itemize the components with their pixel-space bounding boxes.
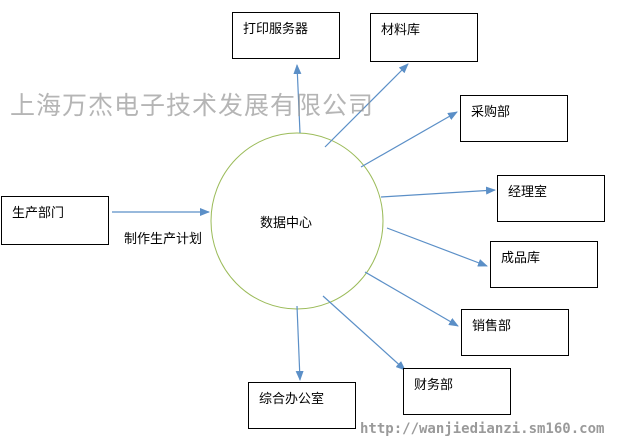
arrow-print-server <box>293 64 302 134</box>
node-label: 财务部 <box>414 378 454 393</box>
center-label: 数据中心 <box>260 216 313 231</box>
arrow-manager <box>380 186 496 198</box>
node-label: 综合办公室 <box>259 392 325 407</box>
node-purchasing: 采购部 <box>460 95 568 142</box>
arrow-office <box>295 305 304 381</box>
node-finished-goods: 成品库 <box>490 241 598 288</box>
watermark-company: 上海万杰电子技术发展有限公司 <box>10 91 375 120</box>
watermark-url: http://wanjiedianzi.sm160.com <box>360 421 605 437</box>
node-label: 材料库 <box>381 23 421 38</box>
arrow-finished-goods <box>386 227 488 267</box>
node-office: 综合办公室 <box>248 382 356 429</box>
node-label: 成品库 <box>501 251 541 266</box>
node-label: 采购部 <box>471 105 511 120</box>
node-sales: 销售部 <box>461 309 569 356</box>
node-finance: 财务部 <box>403 368 511 415</box>
arrow-sales <box>364 271 459 327</box>
node-label: 生产部门 <box>12 206 65 221</box>
node-materials: 材料库 <box>370 13 478 62</box>
node-label: 打印服务器 <box>243 22 309 37</box>
node-manager: 经理室 <box>497 175 605 222</box>
node-label: 经理室 <box>508 185 548 200</box>
node-print-server: 打印服务器 <box>232 12 340 59</box>
node-production-dept: 生产部门 <box>1 196 109 245</box>
edge-label-production-plan: 制作生产计划 <box>124 232 203 247</box>
node-label: 销售部 <box>472 319 512 334</box>
arrow-finance <box>322 295 406 371</box>
arrow-materials <box>324 63 409 148</box>
arrow-purchasing <box>360 111 458 168</box>
